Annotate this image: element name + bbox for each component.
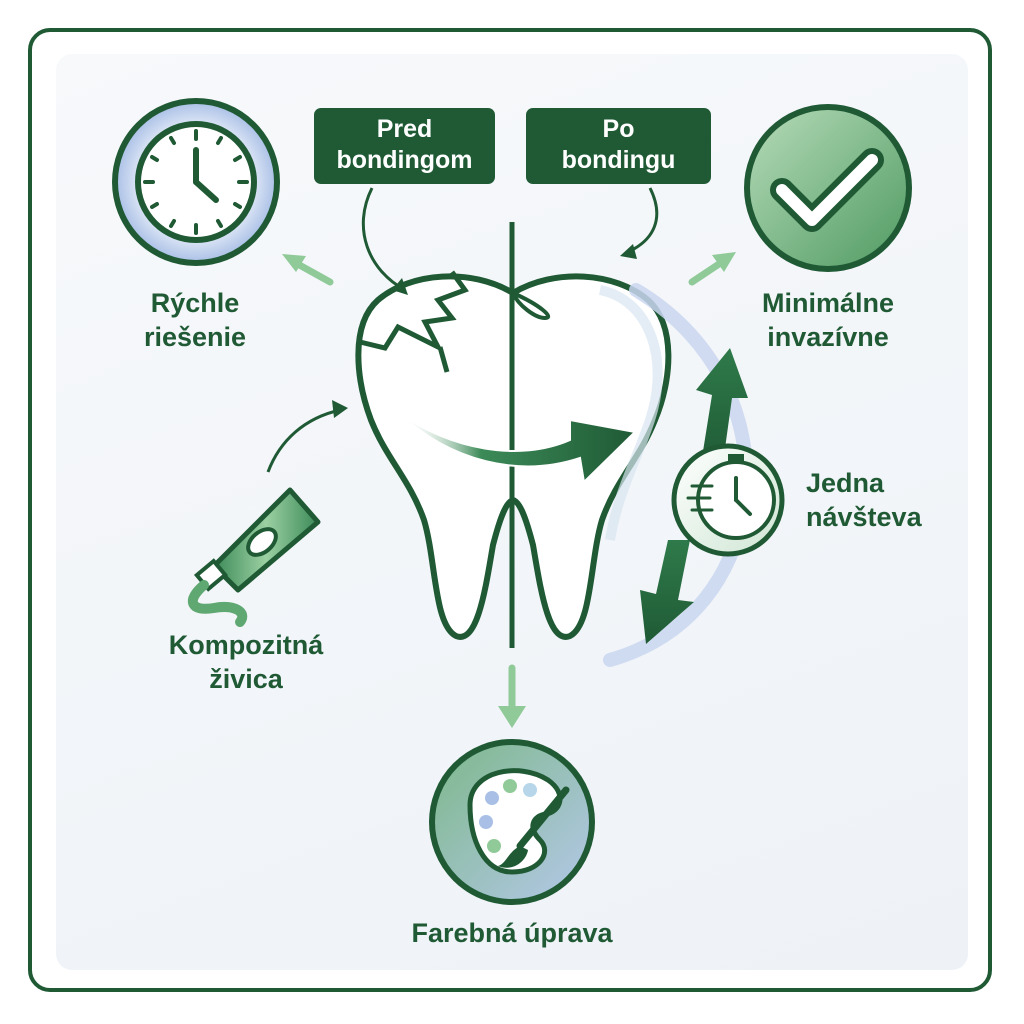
single-visit-label: Jedna návšteva [806, 468, 922, 532]
after-tag-line1: Po [602, 115, 635, 143]
clock-icon [112, 98, 280, 266]
before-pointer-arrow [361, 187, 406, 292]
resin-tube-icon [187, 487, 321, 627]
before-bonding-tag: Pred bondingom [314, 108, 495, 184]
after-bonding-tag: Po bondingu [526, 108, 711, 184]
resin-pointer-arrow [266, 400, 348, 473]
before-tag-line2: bondingom [336, 146, 473, 174]
after-pointer-arrow [627, 187, 659, 254]
fast-solution-label: Rýchle riešenie [143, 288, 247, 352]
minimal-direction-arrow [688, 252, 736, 286]
stopwatch-icon [671, 443, 785, 557]
composite-resin-label: Kompozitná živica [168, 630, 324, 694]
before-tag-line1: Pred [376, 115, 433, 143]
color-direction-arrow [498, 664, 526, 728]
minimally-invasive-label: Minimálne invazívne [761, 288, 895, 352]
fast-direction-arrow [282, 254, 334, 286]
palette-icon [429, 739, 595, 905]
cycle-double-arrow [640, 348, 748, 644]
transformation-arrow [397, 411, 638, 485]
checkmark-icon [744, 104, 912, 272]
after-tag-line2: bondingu [561, 146, 676, 174]
color-adjustment-label: Farebná úprava [411, 918, 613, 948]
